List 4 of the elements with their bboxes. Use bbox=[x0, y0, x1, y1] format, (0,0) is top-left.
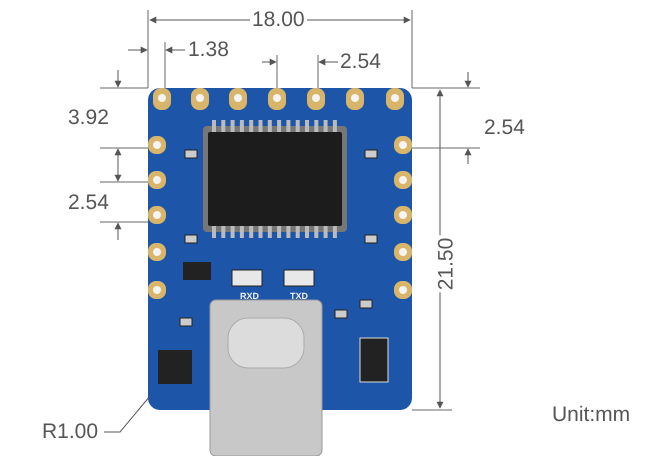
leader-line bbox=[104, 396, 150, 432]
circuit-board-drawing bbox=[148, 88, 412, 456]
silkscreen-label: RXD bbox=[240, 291, 260, 301]
silkscreen-label: TXD bbox=[290, 291, 308, 301]
